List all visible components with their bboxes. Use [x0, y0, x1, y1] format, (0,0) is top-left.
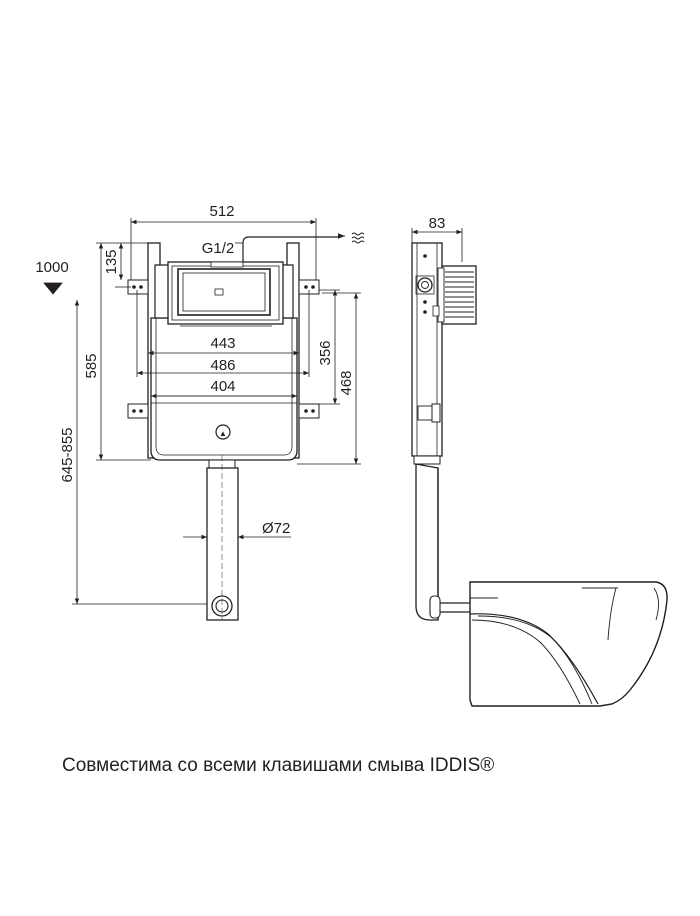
dim-356-label: 356: [317, 340, 334, 365]
dim-585-label: 585: [83, 353, 100, 378]
svg-text:▲: ▲: [219, 429, 227, 438]
dim-468-label: 468: [338, 370, 355, 395]
water-inlet-label: G1/2: [202, 240, 235, 257]
dim-width-label: 512: [209, 203, 234, 220]
dim-404-label: 404: [210, 378, 235, 395]
side-frame: [411, 242, 443, 457]
front-view: ▲: [127, 232, 365, 621]
drain-pipe: [206, 467, 239, 621]
side-view: [411, 242, 668, 707]
pipe-diameter-label: Ø72: [262, 520, 290, 537]
toilet-bowl: [469, 581, 668, 707]
bracket-bottom-right: [298, 403, 320, 419]
dim-135-label: 135: [103, 249, 120, 274]
flush-housing: [441, 265, 477, 325]
compatibility-caption: Совместима со всеми клавишами смыва IDDI…: [62, 755, 495, 776]
dim-645-855-label: 645-855: [59, 427, 76, 482]
bracket-bottom-left: [127, 403, 149, 419]
dim-486-label: 486: [210, 357, 235, 374]
floor-level-marker-icon: [43, 282, 63, 295]
water-supply-icon: [338, 232, 365, 244]
dim-depth-label: 83: [429, 215, 446, 232]
floor-ref-label: 1000: [35, 259, 68, 276]
brand-logo-icon: [215, 424, 231, 440]
dim-443-label: 443: [210, 335, 235, 352]
